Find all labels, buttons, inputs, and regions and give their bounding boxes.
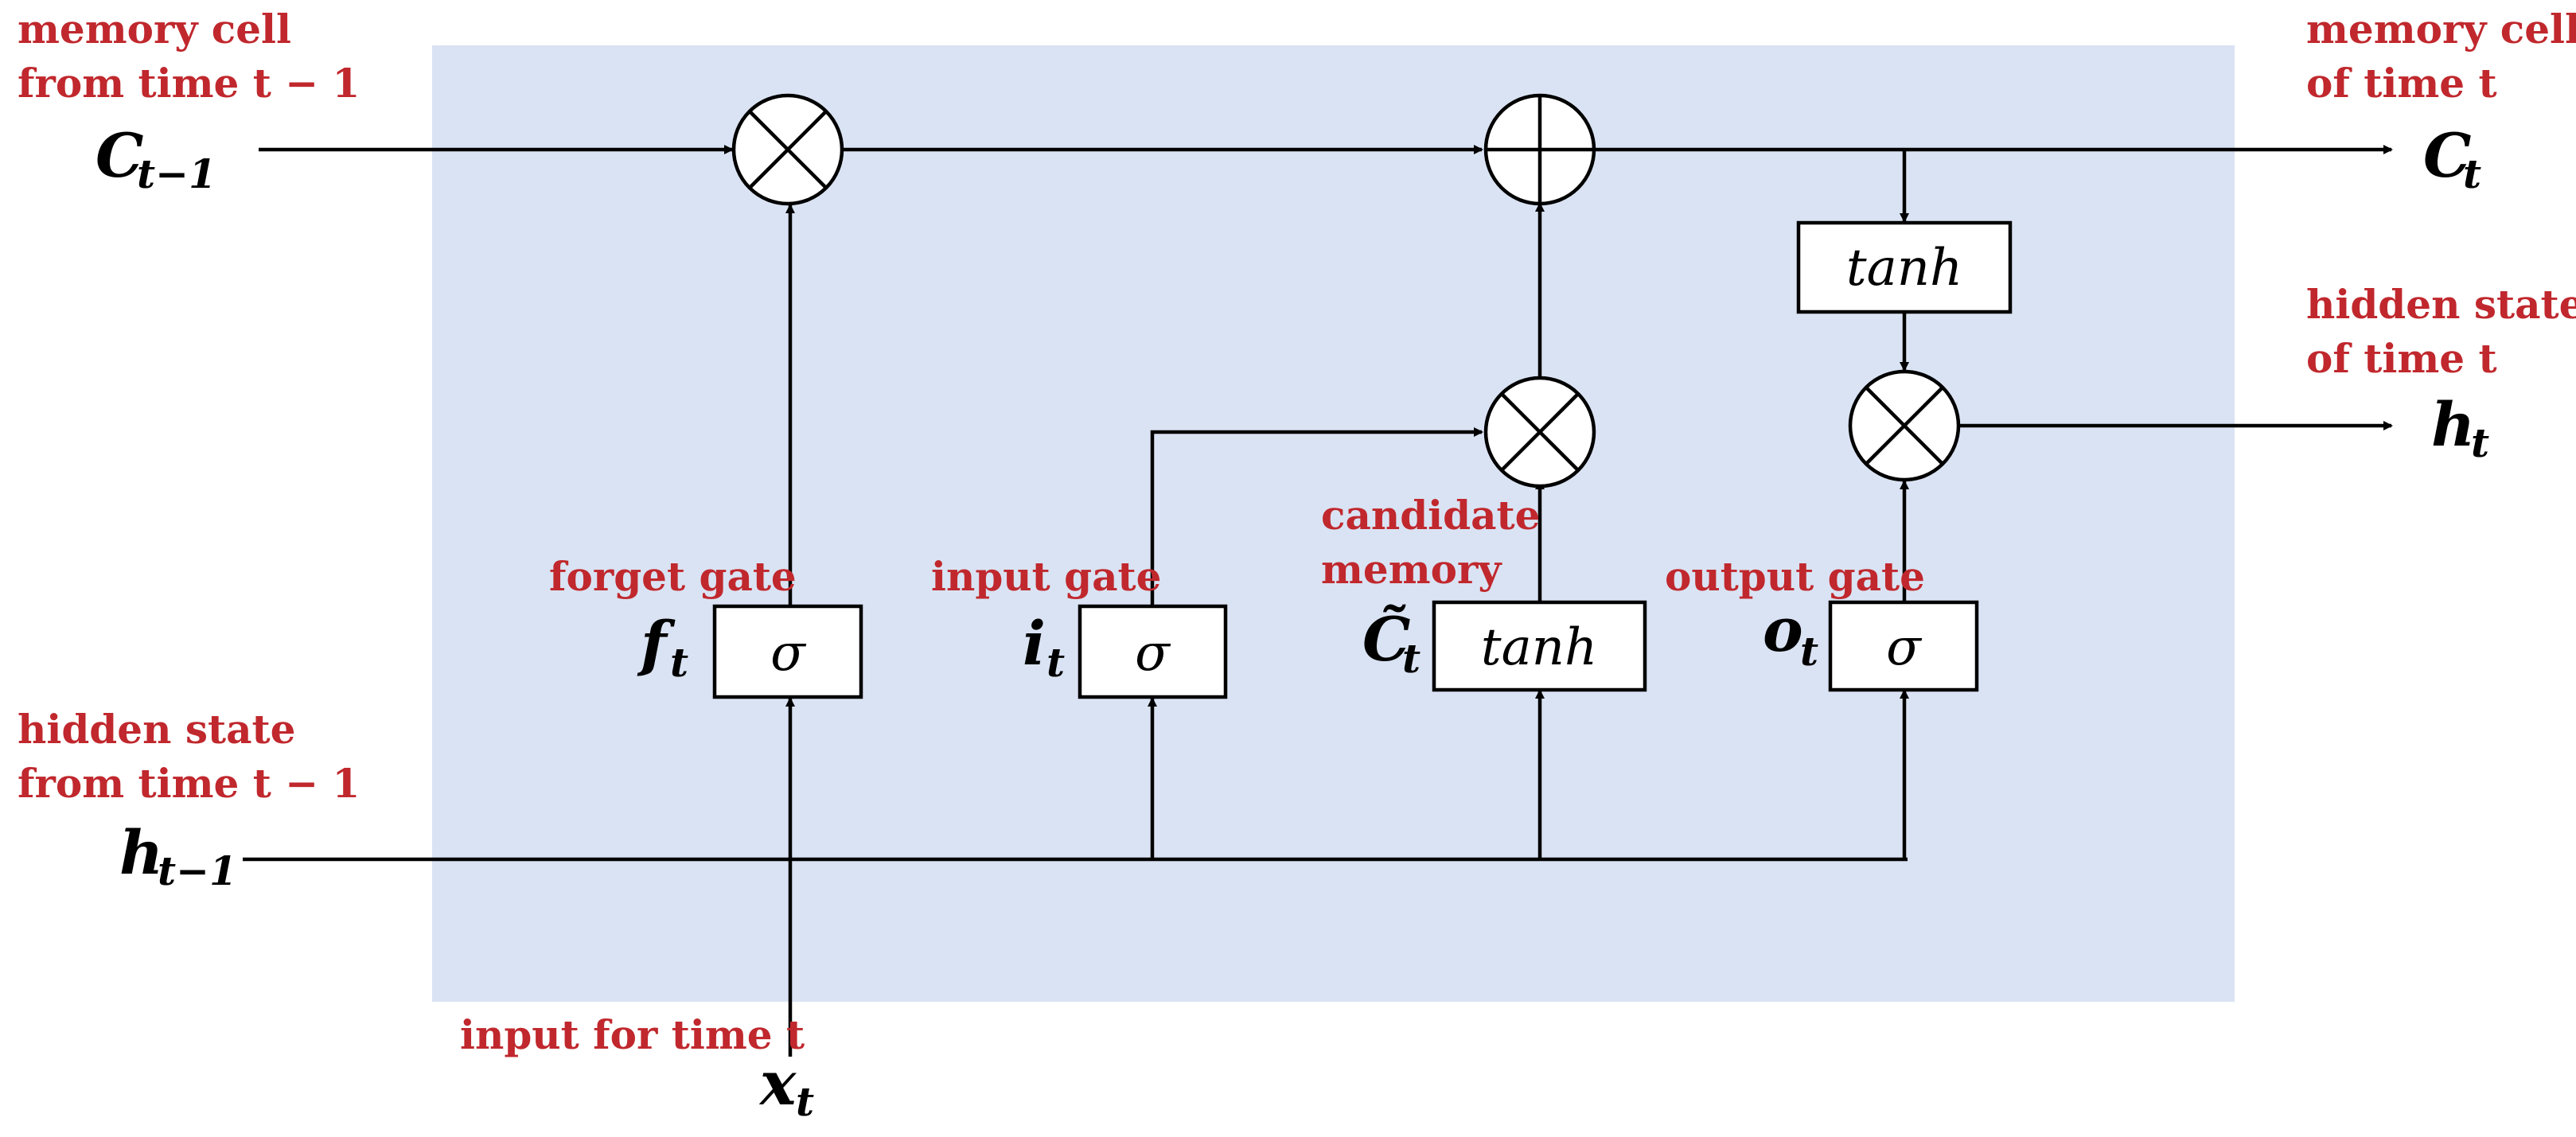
svg-text:i: i [1023,608,1046,679]
candidate-tanh-box: tanh [1432,600,1647,692]
prev-memory-symbol: C t−1 [95,120,216,197]
hidden-output-label-line2: of time t [2306,335,2497,382]
prev-memory-label-line2: from time t − 1 [18,60,360,107]
svg-text:x: x [758,1048,797,1119]
svg-text:t: t [2471,419,2489,466]
svg-text:t−1: t−1 [137,150,216,197]
output-tanh-box: tanh [1796,220,2013,314]
input-gate-label: input gate [931,553,1161,600]
memory-output-label-line2: of time t [2306,60,2497,107]
input-gate-line [1150,427,1483,606]
output-gate-sigma-box: σ [1828,600,1979,692]
input-gate-fn: σ [1135,624,1171,683]
prev-hidden-label-line1: hidden state [18,706,295,753]
candidate-label-line2: memory [1321,546,1502,593]
svg-text:h: h [119,817,163,888]
output-gate-symbol: o t [1763,594,1818,675]
output-tanh-fn: tanh [1846,239,1962,298]
prev-hidden-symbol: h t−1 [119,817,237,894]
svg-text:C: C [2423,120,2472,191]
output-gate-fn: σ [1886,618,1923,677]
svg-text:t: t [2463,150,2481,197]
input-x-label: input for time t [460,1011,805,1058]
svg-text:o: o [1763,594,1803,665]
forget-gate-sigma-box: σ [712,604,863,699]
svg-text:t: t [1402,635,1421,682]
svg-text:h: h [2431,389,2475,460]
input-gate-symbol: i t [1023,608,1065,686]
hidden-output-symbol: h t [2431,389,2489,466]
memory-output-symbol: C t [2423,120,2481,197]
svg-text:C̃: C̃ [1362,604,1411,675]
svg-text:C: C [95,120,144,191]
memory-output-label-line1: memory cell [2306,6,2576,53]
candidate-fn: tanh [1481,618,1597,677]
svg-text:t: t [1046,639,1065,686]
prev-memory-label-line1: memory cell [18,6,291,53]
forget-gate-fn: σ [770,624,807,683]
hidden-output-label-line1: hidden state [2306,281,2576,328]
input-gate-sigma-box: σ [1078,604,1228,699]
lstm-cell-panel [432,45,2235,1002]
svg-text:t−1: t−1 [158,847,237,894]
input-x-symbol: x t [758,1048,814,1125]
prev-hidden-label-line2: from time t − 1 [18,760,360,807]
svg-text:t: t [796,1078,814,1125]
svg-text:t: t [670,639,688,686]
add-operator [1483,93,1596,206]
candidate-symbol: C̃ t [1362,604,1421,682]
candidate-label-line1: candidate [1321,492,1540,539]
output-multiply-operator [1848,369,1961,482]
forget-gate-label: forget gate [549,553,797,600]
svg-text:t: t [1800,628,1818,675]
forget-multiply-operator [731,93,844,206]
candidate-multiply-operator [1483,376,1596,489]
output-gate-label: output gate [1665,553,1925,600]
